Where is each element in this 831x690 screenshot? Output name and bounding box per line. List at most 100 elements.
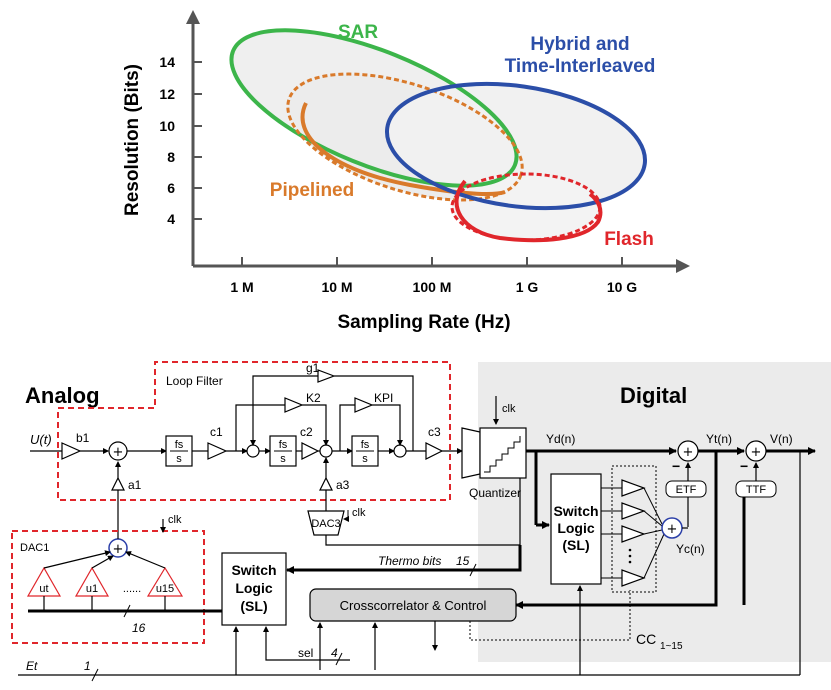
integrator-1-num: fs [175,439,184,451]
k2-label: K2 [306,391,321,405]
analog-switch-logic-block [221,552,287,626]
x-tick-label: 1 M [230,279,253,295]
k2-amplifier [284,397,304,413]
dac1-clk-label: clk [168,514,182,526]
cc-dotted-wire [469,590,631,641]
thermo-label: Thermo bits [378,554,441,568]
dac3-label: DAC3 [311,518,340,530]
dac1-dots: ...... [123,583,141,595]
y-tick-label: 4 [167,211,175,227]
sar-label: SAR [338,22,378,43]
analog-title: Analog [25,383,100,408]
analog-switch-logic-label-3: (SL) [240,598,267,614]
g1-wire-out [250,375,318,446]
c1-label: c1 [210,425,223,439]
c1-amplifier [207,442,228,460]
summer-3 [319,444,333,458]
kpi-wire-in [339,404,355,451]
et-label: Et [26,659,38,673]
yt-feedback-bus [515,451,718,609]
crosscorrelator-label: Crosscorrelator & Control [340,598,487,613]
analog-switch-logic-label-1: Switch [231,562,276,578]
y-tick-label: 8 [167,149,175,165]
c2-label: c2 [300,425,313,439]
sel-width: 4 [331,646,338,660]
loop-filter-label: Loop Filter [166,374,223,388]
dac3-clk-label: clk [352,507,366,519]
et-width: 1 [84,659,91,673]
x-axis-label: Sampling Rate (Hz) [337,312,510,333]
pipelined-region-outline-dashed [286,72,524,202]
quantizer-clk-label: clk [502,403,516,415]
sigma-delta-diagram: Analog Digital Loop Filter U(t) b1 + a1 … [11,361,831,682]
sar-region-outline [229,28,519,188]
summer-v-minus: − [740,458,748,474]
thermo-bits-bus [286,545,522,574]
amp-bank-dot [628,554,632,558]
quantizer-block [479,427,527,479]
v-label: V(n) [770,432,793,446]
dac1-summer-plus: + [113,542,124,557]
dac1-unit-ut-label: ut [39,583,48,595]
integrator-1-den: s [176,453,182,465]
y-axis-arrow [186,10,200,24]
y-tick-label: 10 [159,118,175,134]
wire [643,510,663,527]
amp-bank-border [611,465,657,593]
adc-chart: 14 12 10 8 6 4 1 M 10 M 100 M 1 G 10 G S… [122,10,690,333]
integrator-2-num: fs [279,439,288,451]
b1-label: b1 [76,431,90,445]
dac3-feedback-wire [325,451,521,546]
dac1-border [11,530,205,644]
etf-block [665,480,707,498]
dac1-bus-width: 16 [132,621,146,635]
g1-label: g1 [306,361,320,375]
amp-bank-dot [628,560,632,564]
thermo-slash [469,563,477,577]
integrator-3-num: fs [361,439,370,451]
kpi-label: KPI [374,391,393,405]
yt-label: Yt(n) [706,432,732,446]
amp-bank-dot [628,548,632,552]
digital-title: Digital [620,383,687,408]
pipelined-region-outline-solid [300,102,506,196]
digital-switch-logic-label-2: Logic [557,520,595,536]
pipelined-label: Pipelined [270,180,354,201]
sel-label: sel [298,646,313,660]
kpi-wire-out [372,404,403,446]
quantizer-label: Quantizer [469,486,521,500]
flash-label: Flash [604,229,654,250]
input-label: U(t) [30,432,52,447]
a3-label: a3 [336,478,350,492]
wire [91,555,114,569]
cc-subscript: 1~15 [660,641,683,652]
flash-region-outline-solid [454,179,603,243]
thermo-count: 15 [456,554,470,568]
x-tick-label: 100 M [413,279,452,295]
quantizer-input [461,427,481,479]
wire [643,533,665,579]
digital-switch-logic-label-3: (SL) [562,537,589,553]
wire [643,487,663,525]
a1-amplifier [111,476,125,491]
k2-wire-in [235,404,285,451]
y-axis-label: Resolution (Bits) [122,64,143,216]
analog-switch-logic-label-2: Logic [235,580,273,596]
hybrid-region-outline [384,81,648,211]
wire [43,550,111,569]
hybrid-label-line1: Hybrid and [530,34,629,55]
dac1-label: DAC1 [20,542,49,554]
summer-1-plus: + [113,445,124,460]
b1-amplifier [61,442,82,460]
amp-bank [601,479,665,587]
summer-yt-minus: − [672,458,680,474]
y-tick-label: 12 [159,86,175,102]
summer-yt-plus: + [683,445,694,460]
etf-label: ETF [676,484,697,496]
a1-label: a1 [128,478,142,492]
ttf-label: TTF [746,484,766,496]
crosscorrelator-block [309,588,517,622]
sel-slash [335,652,343,666]
